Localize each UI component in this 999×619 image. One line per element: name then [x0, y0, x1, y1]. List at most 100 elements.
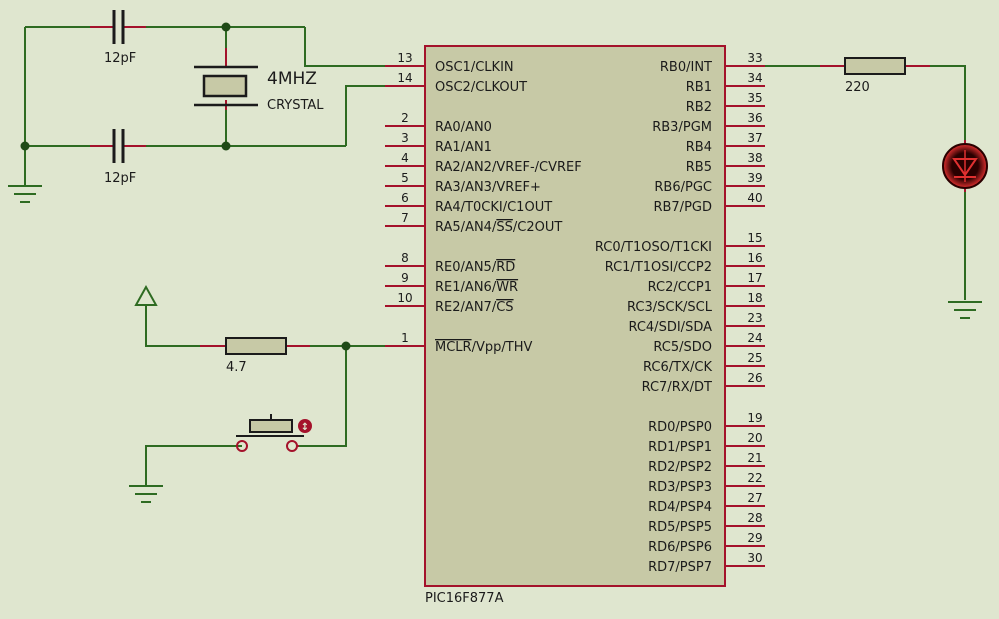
- pin-number: 17: [747, 271, 762, 285]
- pin-number: 36: [747, 111, 762, 125]
- pin-number: 4: [401, 151, 409, 165]
- pin-number: 3: [401, 131, 409, 145]
- wire-res-to-led: [930, 65, 966, 140]
- pin-number: 1: [401, 331, 409, 345]
- pin-name: RB0/INT: [660, 60, 712, 75]
- pin-number: 8: [401, 251, 409, 265]
- pin-number: 26: [747, 371, 762, 385]
- pin-number: 28: [747, 511, 762, 525]
- pin-number: 24: [747, 331, 762, 345]
- pin-name: RC6/TX/CK: [643, 360, 712, 375]
- pin-number: 33: [747, 51, 762, 65]
- wire-mclr-to-button: [299, 346, 347, 447]
- pin-name: RA5/AN4/SS/C2OUT: [435, 220, 562, 235]
- wire-vdd-to-res: [145, 304, 200, 347]
- pin-name: RC2/CCP1: [648, 280, 712, 295]
- pin-number: 14: [397, 71, 412, 85]
- led-diode: [942, 140, 988, 192]
- pin-name: RD3/PSP3: [648, 480, 712, 495]
- capacitor-top: 12pF: [90, 10, 146, 66]
- microcontroller-chip: PIC16F877A: [424, 45, 726, 606]
- pin-number: 23: [747, 311, 762, 325]
- pin-name: RB2: [686, 100, 712, 115]
- ground-icon: [948, 301, 982, 319]
- wire-osc1-net: [304, 27, 385, 67]
- pin-name: RA1/AN1: [435, 140, 492, 155]
- pin-name: RC0/T1OSO/T1CKI: [595, 240, 712, 255]
- pin-number: 16: [747, 251, 762, 265]
- pin-name: RC4/SDI/SDA: [628, 320, 712, 335]
- ground-icon: [129, 485, 163, 503]
- pin-number: 10: [397, 291, 412, 305]
- capacitor-bottom: 12pF: [90, 129, 146, 186]
- pin-name: RD0/PSP0: [648, 420, 712, 435]
- pin-name: RB7/PGD: [653, 200, 712, 215]
- res-led-value: 220: [845, 80, 870, 95]
- pin-number: 35: [747, 91, 762, 105]
- pin-number: 37: [747, 131, 762, 145]
- pin-number: 27: [747, 491, 762, 505]
- pin-name: RE0/AN5/RD: [435, 260, 515, 275]
- pin-name: RC5/SDO: [653, 340, 712, 355]
- res-mclr-value: 4.7: [226, 360, 247, 375]
- crystal: 4MHZ CRYSTAL: [194, 48, 324, 113]
- pin-name: RD5/PSP5: [648, 520, 712, 535]
- pin-name: RC1/T1OSI/CCP2: [605, 260, 712, 275]
- pin-number: 5: [401, 171, 409, 185]
- power-terminal-icon: [134, 284, 158, 306]
- pin-number: 39: [747, 171, 762, 185]
- junction-dot: [20, 141, 30, 151]
- wire-button-to-gnd: [145, 445, 242, 485]
- pin-number: 38: [747, 151, 762, 165]
- pin-name: RC3/SCK/SCL: [627, 300, 713, 315]
- pin-number: 7: [401, 211, 409, 225]
- pin-name: RD6/PSP6: [648, 540, 712, 555]
- toggle-indicator-icon[interactable]: [298, 419, 312, 433]
- junction-dot: [341, 341, 351, 351]
- chip-right-pins: 33RB0/INT34RB135RB236RB3/PGM37RB438RB539…: [595, 51, 765, 575]
- ground-icon: [8, 185, 42, 203]
- pin-number: 19: [747, 411, 762, 425]
- pin-number: 9: [401, 271, 409, 285]
- pin-name: MCLR/Vpp/THV: [435, 340, 532, 355]
- cap-top-value: 12pF: [104, 51, 136, 66]
- junctions: [20, 22, 351, 351]
- pin-name: OSC1/CLKIN: [435, 60, 514, 75]
- pin-number: 30: [747, 551, 762, 565]
- junction-dot: [221, 22, 231, 32]
- pin-number: 34: [747, 71, 762, 85]
- pin-number: 22: [747, 471, 762, 485]
- ground-symbols: [8, 185, 982, 503]
- pin-name: RA0/AN0: [435, 120, 492, 135]
- reset-button[interactable]: ↕: [236, 414, 312, 452]
- pin-number: 20: [747, 431, 762, 445]
- svg-text:↕: ↕: [301, 422, 309, 433]
- pin-number: 25: [747, 351, 762, 365]
